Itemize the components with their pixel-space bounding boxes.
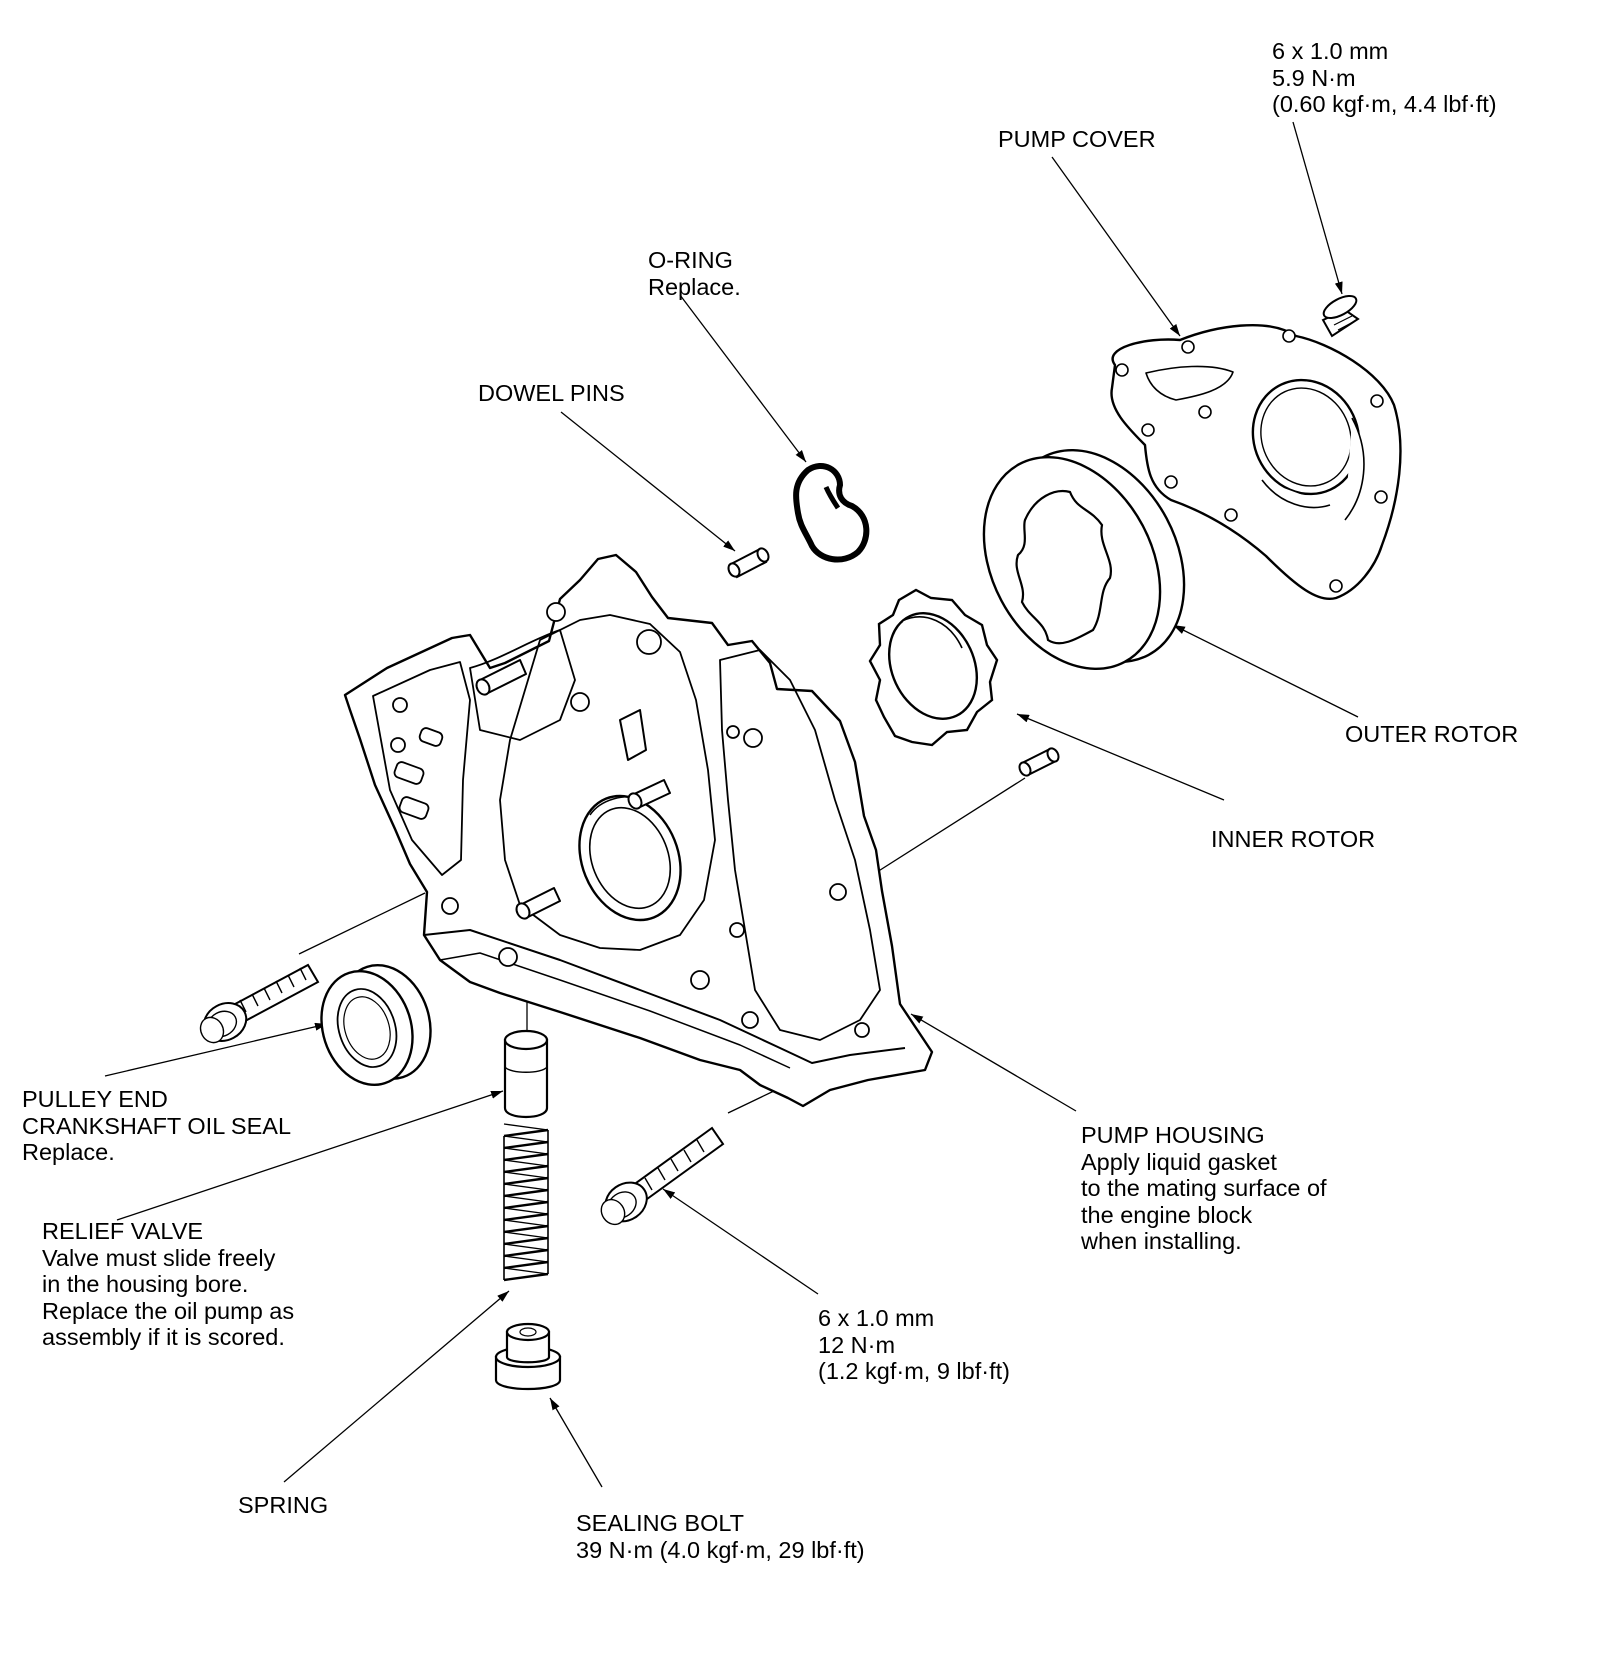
dowel-pin-top xyxy=(727,547,770,579)
sealing-bolt xyxy=(494,1322,562,1391)
leader-pump-cover xyxy=(1051,156,1181,337)
housing-bolt-bottom xyxy=(600,1126,725,1226)
label-pump-cover: PUMP COVER xyxy=(998,126,1156,153)
oil-seal-title: PULLEY END xyxy=(22,1086,168,1112)
pump-housing-note-1: Apply liquid gasket xyxy=(1081,1148,1277,1175)
label-inner-rotor: INNER ROTOR xyxy=(1211,826,1375,853)
leader-relief-valve xyxy=(116,1090,504,1221)
bolt-axis-line xyxy=(298,892,426,955)
label-outer-rotor: OUTER ROTOR xyxy=(1345,721,1518,748)
cover-bolt-size: 6 x 1.0 mm xyxy=(1272,38,1389,64)
housing-bolt-torque: 12 N·m xyxy=(818,1331,896,1358)
relief-valve-note-3: Replace the oil pump as xyxy=(42,1297,295,1324)
label-spring: SPRING xyxy=(238,1492,328,1519)
relief-valve-note-2: in the housing bore. xyxy=(42,1271,249,1297)
cover-bolt-torque-alt: (0.60 kgf·m, 4.4 lbf·ft) xyxy=(1272,91,1497,117)
leader-cover-bolt xyxy=(1292,121,1343,295)
label-pump-housing: PUMP HOUSING Apply liquid gasket to the … xyxy=(1081,1122,1327,1255)
dowel-pin-bottom xyxy=(1018,747,1060,777)
relief-spring xyxy=(503,1123,549,1282)
leader-inner-rotor xyxy=(1016,713,1225,801)
housing-bolt-size: 6 x 1.0 mm xyxy=(818,1305,935,1331)
leader-lines xyxy=(104,121,1359,1488)
label-housing-bolt-spec: 6 x 1.0 mm 12 N·m (1.2 kgf·m, 9 lbf·ft) xyxy=(818,1305,1010,1385)
relief-valve-note-4: assembly if it is scored. xyxy=(42,1324,285,1350)
housing-bolt-torque-alt: (1.2 kgf·m, 9 lbf·ft) xyxy=(818,1358,1010,1384)
bolt2-axis-line xyxy=(727,1089,777,1114)
leader-spring xyxy=(283,1290,510,1483)
pump-housing xyxy=(343,553,934,1108)
pump-cover xyxy=(1110,323,1402,601)
leader-pump-housing xyxy=(910,1013,1077,1112)
cover-bolt-torque: 5.9 N·m xyxy=(1272,64,1356,91)
cover-screw xyxy=(1321,294,1360,338)
oil-seal-title-2: CRANKSHAFT OIL SEAL xyxy=(22,1112,292,1139)
sealing-bolt-torque: 39 N·m (4.0 kgf·m, 29 lbf·ft) xyxy=(576,1536,865,1563)
pump-cover-title: PUMP COVER xyxy=(998,126,1156,152)
o-ring xyxy=(793,463,870,563)
pump-housing-note-4: when installing. xyxy=(1081,1228,1242,1254)
label-dowel-pins: DOWEL PINS xyxy=(478,380,625,407)
housing-bolt-left xyxy=(199,963,320,1044)
leader-housing-bolt xyxy=(662,1188,819,1295)
inner-rotor-title: INNER ROTOR xyxy=(1211,826,1376,852)
oil-seal-note: Replace. xyxy=(22,1139,115,1165)
relief-valve-note-1: Valve must slide freely xyxy=(42,1244,276,1271)
relief-valve-title: RELIEF VALVE xyxy=(42,1218,204,1244)
label-o-ring: O-RING Replace. xyxy=(648,247,741,300)
inner-rotor xyxy=(868,588,999,747)
sealing-bolt-title: SEALING BOLT xyxy=(576,1510,745,1536)
pump-housing-title: PUMP HOUSING xyxy=(1081,1122,1265,1148)
crankshaft-oil-seal xyxy=(320,963,432,1087)
leader-sealing-bolt xyxy=(549,1397,603,1488)
label-sealing-bolt: SEALING BOLT 39 N·m (4.0 kgf·m, 29 lbf·f… xyxy=(576,1510,865,1563)
label-relief-valve: RELIEF VALVE Valve must slide freely in … xyxy=(42,1218,294,1351)
label-oil-seal: PULLEY END CRANKSHAFT OIL SEAL Replace. xyxy=(22,1086,291,1166)
leader-outer-rotor xyxy=(1172,624,1359,718)
o-ring-title: O-RING xyxy=(648,247,733,273)
o-ring-note: Replace. xyxy=(648,273,741,300)
leader-o-ring xyxy=(679,294,807,463)
relief-valve xyxy=(503,1029,549,1118)
dowel-pins-title: DOWEL PINS xyxy=(478,380,625,406)
label-cover-bolt-spec: 6 x 1.0 mm 5.9 N·m (0.60 kgf·m, 4.4 lbf·… xyxy=(1272,38,1497,118)
outer-rotor-title: OUTER ROTOR xyxy=(1345,721,1519,747)
leader-dowel-ext xyxy=(876,777,1026,873)
pump-housing-note-2: to the mating surface of xyxy=(1081,1175,1327,1201)
leader-dowel-pins xyxy=(560,411,736,552)
outer-rotor xyxy=(982,449,1186,670)
spring-title: SPRING xyxy=(238,1492,329,1518)
pump-housing-note-3: the engine block xyxy=(1081,1201,1253,1228)
leader-oil-seal xyxy=(104,1022,328,1077)
